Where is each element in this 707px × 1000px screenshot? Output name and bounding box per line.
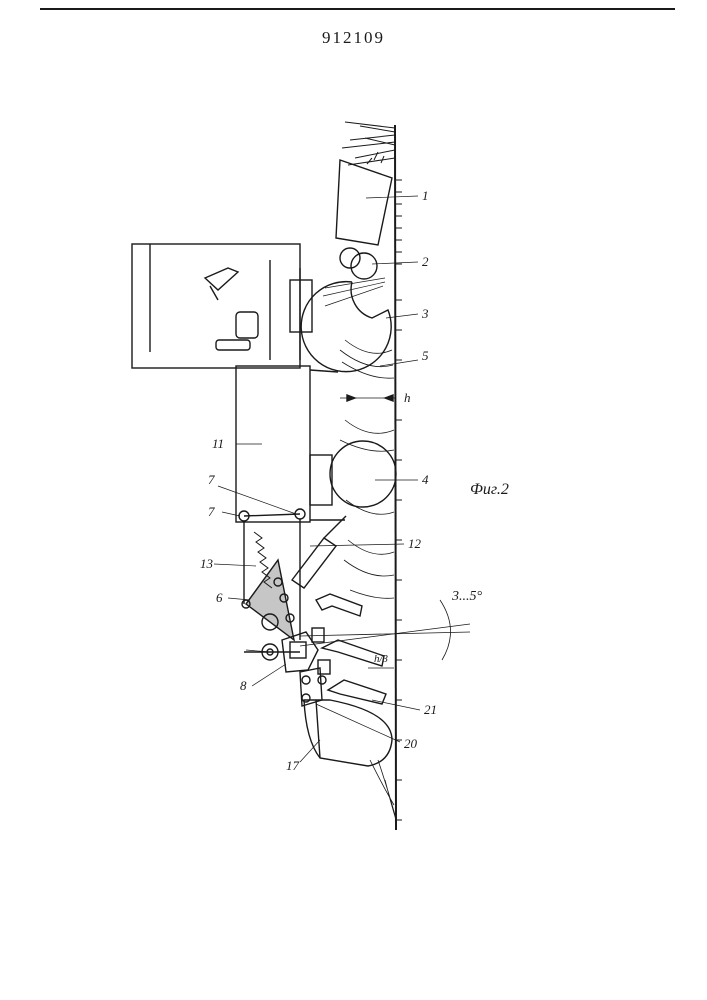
tine-upper	[316, 594, 362, 616]
ground-hatching	[396, 180, 402, 820]
tine-mount-1	[312, 628, 324, 642]
label-2: 2	[422, 254, 429, 269]
link-bar	[244, 514, 300, 516]
label-7b: 7	[208, 504, 215, 519]
header-unit	[336, 160, 392, 245]
label-4: 4	[422, 472, 429, 487]
carriage-pin-3	[318, 676, 326, 684]
carriage-pin-2	[302, 694, 310, 702]
label-1: 1	[422, 188, 429, 203]
label-3: 3	[421, 306, 429, 321]
seat-base	[216, 340, 250, 350]
label-5: 5	[422, 348, 429, 363]
standing-crop	[342, 122, 395, 165]
label-20: 20	[404, 736, 418, 751]
rear-mount	[310, 455, 332, 505]
roller-top	[340, 248, 360, 268]
label-17: 17	[286, 758, 300, 773]
label-11: 11	[212, 436, 224, 451]
seat	[236, 312, 258, 338]
front-drum	[301, 282, 391, 372]
label-7a: 7	[208, 472, 215, 487]
dim-h3-label: h/3	[374, 653, 389, 665]
label-6: 6	[216, 590, 223, 605]
windrow	[340, 340, 396, 820]
angle-label: 3...5°	[451, 589, 483, 604]
gearbox-window	[290, 642, 306, 658]
tine-lower	[328, 680, 386, 704]
carriage-pin-1	[302, 676, 310, 684]
label-8: 8	[240, 678, 247, 693]
label-13: 13	[200, 556, 214, 571]
figure-caption: Фиг.2	[470, 481, 509, 498]
dim-h-label: h	[404, 390, 411, 405]
angle-arc	[440, 600, 451, 660]
skid-rib	[316, 700, 320, 758]
label-21: 21	[424, 702, 437, 717]
label-12: 12	[408, 536, 422, 551]
